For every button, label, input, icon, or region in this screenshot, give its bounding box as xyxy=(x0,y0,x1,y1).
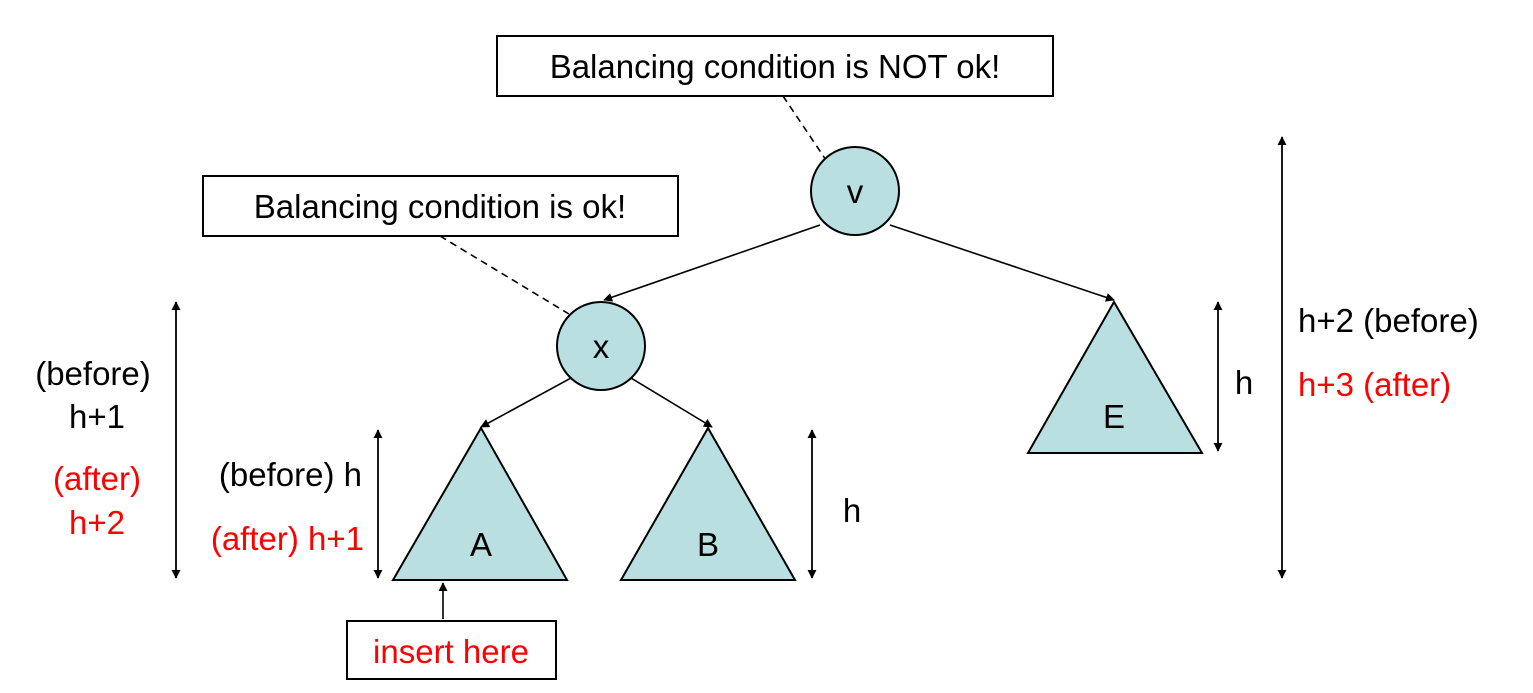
root-callout-connector xyxy=(782,95,827,161)
node-x-circle xyxy=(556,301,646,391)
subtree-b: B xyxy=(619,425,797,581)
subtree-e: E xyxy=(1026,299,1204,454)
a-before-height: (before) h xyxy=(219,456,362,493)
root-balance-callout: Balancing condition is NOT ok! xyxy=(496,35,1054,97)
x-before-label: (before) xyxy=(35,355,151,392)
insert-callout-box xyxy=(346,620,557,680)
child-balance-callout: Balancing condition is ok! xyxy=(202,175,679,237)
v-after-height: h+3 (after) xyxy=(1298,366,1451,403)
subtree-e-triangle xyxy=(1026,299,1204,454)
insert-callout: insert here xyxy=(346,620,557,680)
edge-v-to-x xyxy=(603,224,821,302)
child-callout-text: Balancing condition is ok! xyxy=(254,188,626,225)
node-v: v xyxy=(810,146,900,236)
a-after-height: (after) h+1 xyxy=(211,520,364,557)
edge-x-to-b xyxy=(630,377,713,428)
insert-callout-text: insert here xyxy=(373,633,529,670)
subtree-a: A xyxy=(391,425,569,581)
subtree-e-label: E xyxy=(1103,398,1125,435)
x-before-value: h+1 xyxy=(69,398,125,435)
root-callout-text: Balancing condition is NOT ok! xyxy=(550,48,1001,85)
e-height-label: h xyxy=(1235,364,1253,401)
node-x-label: x xyxy=(593,328,610,365)
b-height-label: h xyxy=(843,492,861,529)
subtree-a-triangle xyxy=(391,425,569,581)
node-v-circle xyxy=(810,146,900,236)
node-x: x xyxy=(556,301,646,391)
child-callout-connector xyxy=(439,235,570,315)
root-callout-box xyxy=(496,35,1054,97)
edge-v-to-e xyxy=(889,224,1115,302)
v-before-height: h+2 (before) xyxy=(1298,302,1479,339)
subtree-b-triangle xyxy=(619,425,797,581)
child-callout-box xyxy=(202,175,679,237)
node-v-label: v xyxy=(847,173,864,210)
subtree-b-label: B xyxy=(697,526,719,563)
x-after-label: (after) xyxy=(53,460,141,497)
x-after-value: h+2 xyxy=(69,504,125,541)
edge-x-to-a xyxy=(480,377,572,428)
subtree-a-label: A xyxy=(470,526,492,563)
